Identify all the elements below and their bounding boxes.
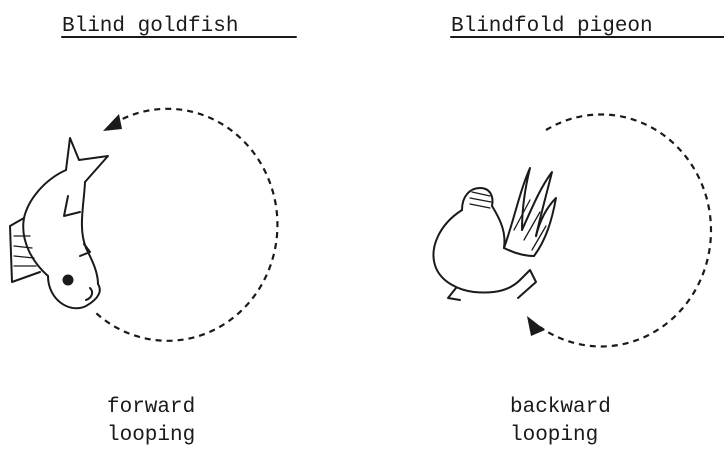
left-title: Blind goldfish [62, 15, 238, 38]
right-title: Blindfold pigeon [451, 15, 653, 38]
right-panel: Blindfold pigeon backward looping [434, 15, 724, 447]
right-caption-line2: looping [510, 424, 598, 447]
left-caption-line2: looping [107, 424, 195, 447]
left-panel: Blind goldfish forward looping [10, 15, 296, 447]
left-loop-arrowhead [103, 114, 122, 131]
goldfish-icon [10, 138, 108, 308]
right-loop-arrowhead [527, 316, 545, 336]
left-loop-path [96, 109, 277, 341]
right-caption-line1: backward [510, 396, 611, 419]
pigeon-icon [434, 168, 556, 300]
left-caption-line1: forward [107, 396, 195, 419]
right-loop-path [540, 114, 711, 346]
